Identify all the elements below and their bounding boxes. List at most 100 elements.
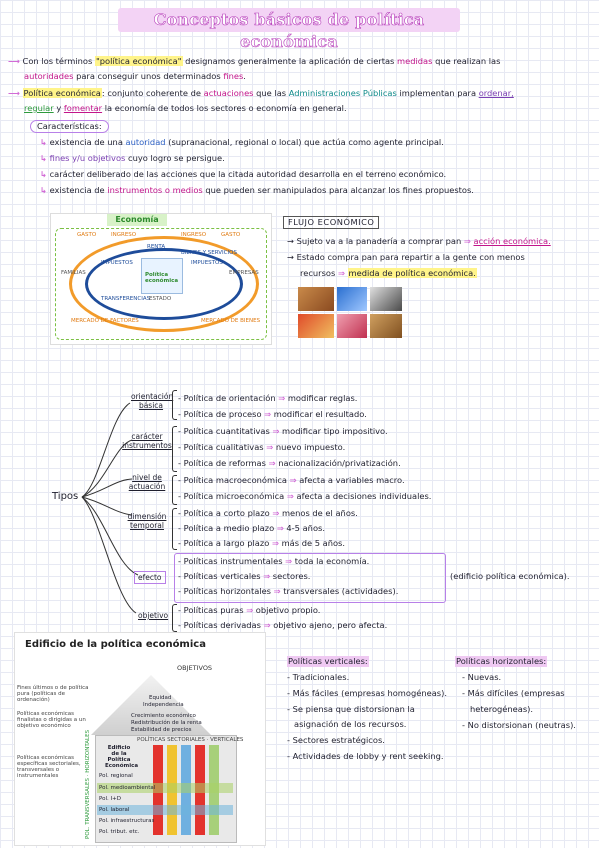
arrow-icon: ⇒ bbox=[286, 491, 294, 501]
row-label: Pol. infraestructuras bbox=[99, 818, 155, 824]
arrow-icon: ⇒ bbox=[272, 426, 280, 436]
brace bbox=[172, 475, 177, 505]
arrow-icon: ⇒ bbox=[285, 556, 293, 566]
arrow-icon: ↳ bbox=[40, 185, 47, 195]
diagram-label: GASTO bbox=[77, 232, 97, 238]
diagram-header: Economía bbox=[107, 214, 167, 226]
caracteristicas-label: Características: bbox=[30, 120, 109, 133]
outer-flow-ring bbox=[69, 236, 259, 332]
definition-line-1: ⟶ Política económica: conjunto coherente… bbox=[8, 88, 514, 98]
intro-line-1: ⟶ Con los términos "política económica" … bbox=[8, 56, 501, 66]
verticales-item: - Sectores estratégicos. bbox=[287, 735, 385, 745]
verticales-item: - Actividades de lobby y rent seeking. bbox=[287, 751, 444, 761]
flujo-title: FLUJO ECONÓMICO bbox=[283, 216, 380, 229]
tipo-item: - Políticas verticales ⇒ sectores. bbox=[178, 571, 311, 581]
tipo-item: - Políticas puras ⇒ objetivo propio. bbox=[178, 605, 321, 615]
edificio-title: Edificio de la política económica bbox=[25, 639, 206, 650]
verticales-item: - Se piensa que distorsionan la bbox=[287, 704, 415, 714]
diagram-label: GASTO bbox=[221, 232, 241, 238]
tipo-item: - Política de proceso ⇒ modificar el res… bbox=[178, 409, 367, 419]
brace bbox=[172, 426, 177, 472]
sectoral-label: POLÍTICAS SECTORIALES · VERTICALES bbox=[137, 737, 244, 743]
title-highlight bbox=[118, 8, 460, 32]
arrow-icon: ⇒ bbox=[263, 620, 271, 630]
diagram-center-label: Política económica bbox=[145, 272, 179, 284]
edificio-diagram: Edificio de la política económica OBJETI… bbox=[14, 632, 266, 846]
tipo-item: - Política a corto plazo ⇒ menos de el a… bbox=[178, 508, 358, 518]
inner-flow-ring bbox=[85, 248, 243, 320]
row-label: Pol. regional bbox=[99, 773, 133, 779]
verticales-item: asignación de los recursos. bbox=[294, 719, 407, 729]
tipos-group-label: dimensión temporal bbox=[127, 512, 167, 530]
arrow-icon: ⇒ bbox=[337, 268, 345, 278]
diagram-label: MERCADO DE BIENES bbox=[201, 318, 261, 324]
tipo-item: - Políticas horizontales ⇒ transversales… bbox=[178, 586, 399, 596]
stadium-photo bbox=[337, 287, 367, 311]
page-title: Conceptos básicos de política económica bbox=[153, 10, 425, 52]
arrow-icon: ↳ bbox=[40, 169, 47, 179]
arrow-icon: ⇒ bbox=[272, 508, 280, 518]
arrow-icon: → bbox=[287, 236, 294, 246]
caracteristica-item: ↳ fines y/u objetivos cuyo logro se pers… bbox=[40, 153, 225, 163]
diagram-label: INGRESO bbox=[181, 232, 207, 238]
arrow-icon: ↳ bbox=[40, 137, 47, 147]
tipo-item: - Política cuantitativas ⇒ modificar tip… bbox=[178, 426, 388, 436]
diagram-label: EMPRESAS bbox=[229, 270, 259, 276]
arrow-icon: ⇒ bbox=[276, 523, 284, 533]
state-building-icon bbox=[141, 258, 183, 294]
brace bbox=[172, 604, 177, 632]
brace bbox=[172, 508, 177, 550]
tipo-item: - Política a largo plazo ⇒ más de 5 años… bbox=[178, 538, 345, 548]
caracteristica-item: ↳ existencia de una autoridad (supranaci… bbox=[40, 137, 444, 147]
verticales-title: Políticas verticales: bbox=[287, 656, 369, 667]
flujo-line-1: → Sujeto va a la panadería a comprar pan… bbox=[287, 236, 551, 246]
tipos-branches bbox=[81, 402, 139, 614]
edificio-core-label: Edificio de la Política Económica bbox=[105, 745, 139, 769]
roof-label: Redistribución de la renta bbox=[131, 720, 202, 726]
diagram-label: FAMILIAS bbox=[61, 270, 86, 276]
diagram-label: IMPUESTOS bbox=[101, 260, 133, 266]
arrow-icon: ⇒ bbox=[268, 458, 276, 468]
tipo-item: - Política macroeconómica ⇒ afecta a var… bbox=[178, 475, 405, 485]
tipos-group-label: carácter instrumentos bbox=[122, 432, 172, 450]
shop-photo bbox=[370, 314, 402, 338]
row-label: Pol. medioambiental bbox=[99, 785, 156, 791]
flujo-line-2: → Estado compra pan para repartir a la g… bbox=[287, 252, 525, 262]
diagram-label: BIENES Y SERVICIOS bbox=[181, 250, 237, 256]
roof-label: Estabilidad de precios bbox=[131, 727, 192, 733]
bread-photo bbox=[298, 287, 334, 311]
horizontales-item: heterogéneas). bbox=[470, 704, 534, 714]
caracteristica-item: ↳ carácter deliberado de las acciones qu… bbox=[40, 169, 447, 179]
tipos-group-label: orientación básica bbox=[131, 392, 174, 410]
tipo-item: - Política a medio plazo ⇒ 4-5 años. bbox=[178, 523, 325, 533]
tipos-group-label: nivel de actuación bbox=[128, 473, 166, 491]
verticales-item: - Tradicionales. bbox=[287, 672, 350, 682]
horizontales-item: - Nuevas. bbox=[462, 672, 502, 682]
tipo-item: - Políticas instrumentales ⇒ toda la eco… bbox=[178, 556, 370, 566]
diagram-label: TRANSFERENCIAS bbox=[101, 296, 151, 302]
left-note: Fines últimos o de política pura (políti… bbox=[17, 685, 89, 703]
arrow-icon: ⇒ bbox=[266, 442, 274, 452]
roof-label: Crecimiento económico bbox=[131, 713, 196, 719]
bus-photo bbox=[370, 287, 402, 311]
roof-label: Independencia bbox=[143, 702, 184, 708]
row-label: Pol. I+D bbox=[99, 796, 121, 802]
tipos-group-label: efecto bbox=[134, 571, 166, 584]
horizontales-item: - No distorsionan (neutras). bbox=[462, 720, 576, 730]
edificio-note: (edificio política económica). bbox=[450, 571, 570, 581]
row-label: Pol. laboral bbox=[99, 807, 130, 813]
tipo-item: - Política microeconómica ⇒ afecta a dec… bbox=[178, 491, 432, 501]
economy-diagram: Economía Política económica GASTO INGRES… bbox=[50, 213, 272, 345]
verticales-item: - Más fáciles (empresas homogéneas). bbox=[287, 688, 447, 698]
arrow-icon: ⇒ bbox=[263, 571, 271, 581]
arrow-icon: ⟶ bbox=[8, 88, 20, 98]
flujo-line-3: recursos ⇒ medida de política económica. bbox=[300, 268, 477, 278]
diagram-label: MERCADO DE FACTORES bbox=[71, 318, 139, 324]
tipos-root: Tipos bbox=[52, 491, 79, 502]
roof-label: Equidad bbox=[149, 695, 172, 701]
left-note: Políticas económicas finalistas o dirigi… bbox=[17, 711, 86, 729]
arrow-icon: ⇒ bbox=[463, 236, 471, 246]
transversal-label: POL. TRANSVERSALES · HORIZONTALES bbox=[85, 729, 91, 839]
horizontales-title: Políticas horizontales: bbox=[455, 656, 548, 667]
arrow-icon: ↳ bbox=[40, 153, 47, 163]
